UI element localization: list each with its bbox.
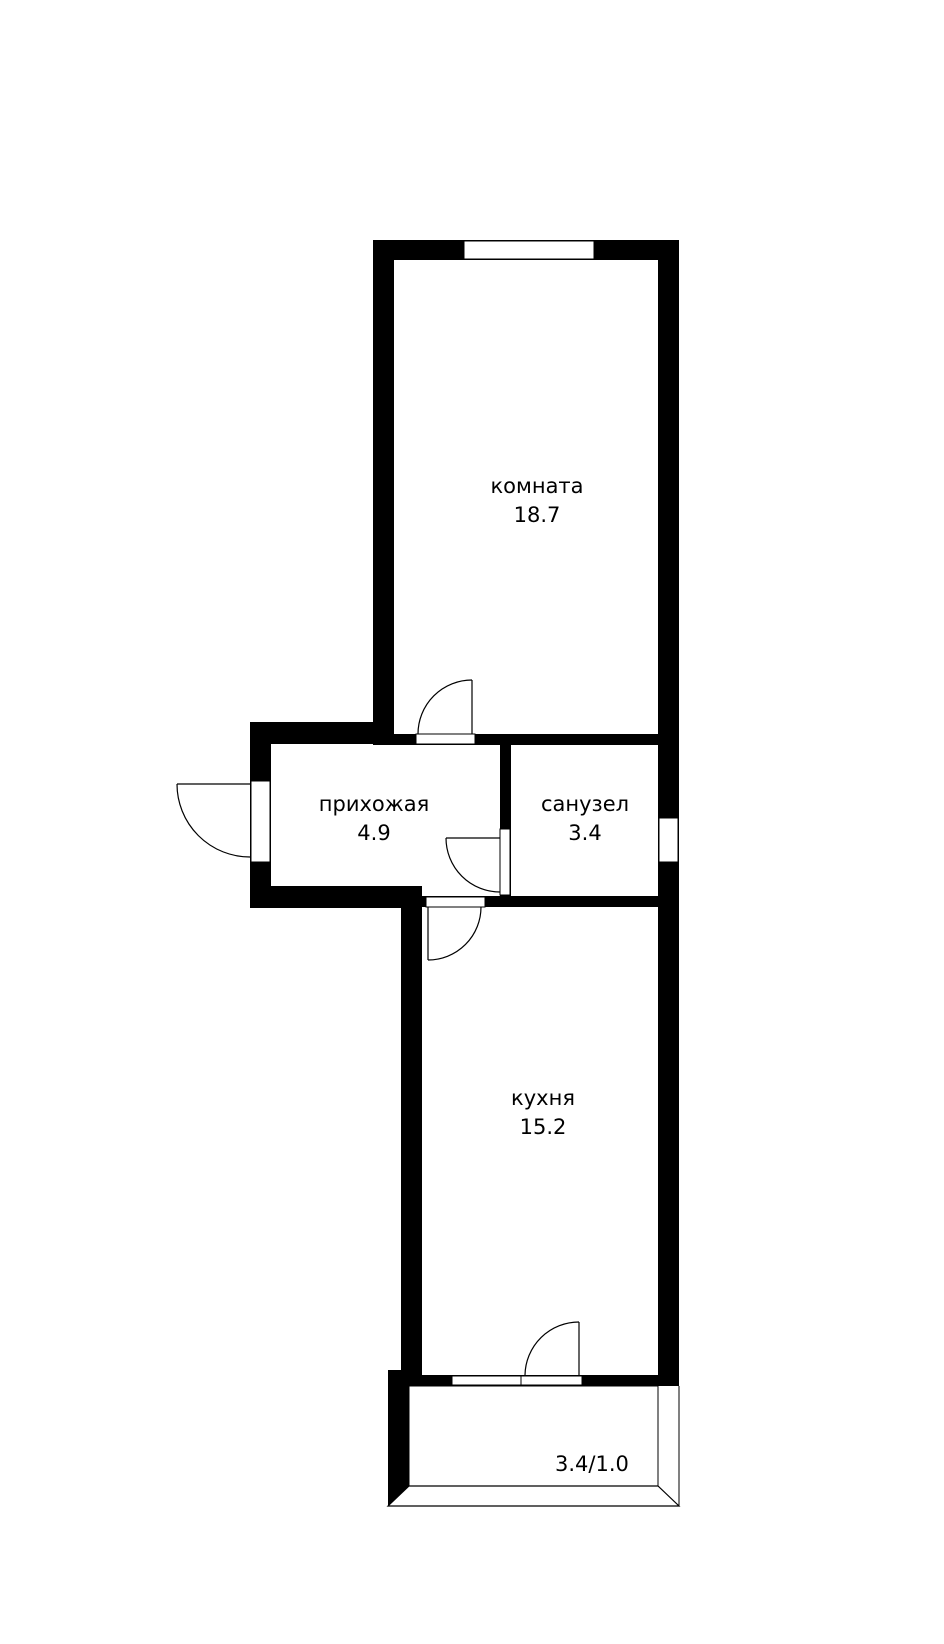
room-label-bathroom: санузел 3.4 [541, 790, 629, 848]
room-area: 3.4 [568, 821, 602, 845]
balcony [386, 1385, 681, 1507]
room-area: 18.7 [513, 503, 561, 527]
room-name: комната [490, 474, 584, 498]
door-balcony [520, 1375, 583, 1386]
window-room [463, 240, 595, 260]
room-name: прихожая [318, 792, 430, 816]
door-entrance-opening [250, 780, 271, 863]
balcony-label: 3.4/1.0 [555, 1452, 629, 1476]
window-balcony [451, 1375, 522, 1386]
room-area: 4.9 [357, 821, 391, 845]
door-swings [176, 679, 580, 1376]
door-kitchen-opening [425, 896, 486, 908]
room-label-living: комната 18.7 [490, 472, 583, 530]
room-name: кухня [511, 1086, 575, 1110]
room-area: 15.2 [519, 1115, 567, 1139]
door-bathroom-opening [499, 828, 511, 896]
windows-doors [250, 240, 679, 1386]
window-bathroom [658, 817, 679, 863]
room-label-kitchen: кухня 15.2 [511, 1084, 575, 1142]
room-name: санузел [540, 792, 630, 816]
door-room-opening [415, 733, 476, 745]
room-label-hallway: прихожая 4.9 [319, 790, 429, 848]
walls [250, 240, 679, 1506]
